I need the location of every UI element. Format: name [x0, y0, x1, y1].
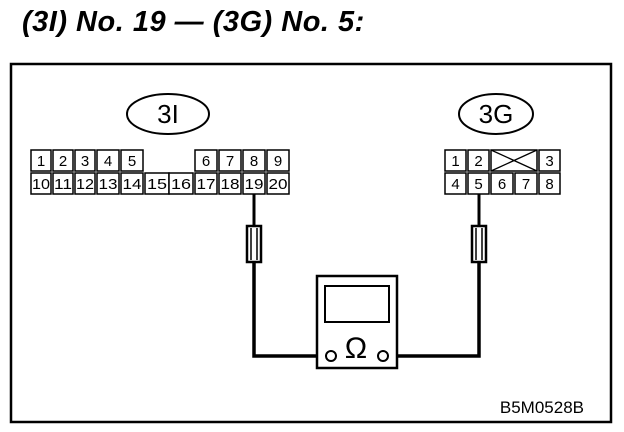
pin-label: 5 [474, 176, 482, 193]
ohm-symbol-icon: Ω [345, 332, 367, 365]
pin-label: 3 [545, 153, 553, 170]
pin-cell [194, 149, 218, 172]
pin-cell [490, 172, 514, 195]
pin-cell [266, 149, 290, 172]
pin-label: 2 [474, 153, 482, 170]
pin-cell [120, 172, 144, 195]
pin-cell [444, 149, 467, 172]
ohmmeter: Ω [315, 274, 399, 370]
pin-label: 15 [147, 176, 167, 193]
pin-cell [168, 172, 194, 195]
pin-cell [538, 149, 561, 172]
pin-cell [266, 172, 290, 195]
probe-tip-left [245, 224, 263, 264]
pin-label: 19 [245, 176, 264, 193]
connector-3g-label: 3G [458, 93, 534, 135]
figure-code: B5M0528B [500, 398, 584, 417]
connector-3g: 1 2 3 4 5 6 7 8 [444, 149, 561, 195]
pin-label: 7 [226, 153, 234, 170]
pin-cell [52, 149, 74, 172]
pin-label: 17 [197, 176, 216, 193]
connector-3i-label: 3I [126, 93, 210, 135]
pin-cell [538, 172, 561, 195]
connector-3i-label-text: 3I [157, 99, 179, 129]
pin-cell [74, 172, 96, 195]
pin-label: 10 [32, 176, 50, 193]
pin-cell [194, 172, 218, 195]
pin-label: 4 [451, 176, 459, 193]
pin-label: 7 [522, 176, 530, 193]
probe-tip-right [470, 224, 488, 264]
pin-cell [74, 149, 96, 172]
pin-cell [52, 172, 74, 195]
pin-cell [514, 172, 538, 195]
pin-label: 16 [171, 176, 191, 193]
pin-cell [96, 172, 120, 195]
pin-label: 8 [250, 153, 258, 170]
pin-cell [30, 172, 52, 195]
pin-label: 4 [104, 153, 112, 170]
pin-label: 2 [59, 153, 67, 170]
pin-label: 3 [81, 153, 89, 170]
diagram-frame [9, 62, 613, 424]
pin-label: 1 [451, 153, 459, 170]
pin-label: 18 [221, 176, 240, 193]
probe-lead-left [245, 194, 326, 358]
pin-label: 1 [37, 153, 45, 170]
pin-cell [120, 149, 144, 172]
meter-display [324, 285, 390, 323]
pin-label: 6 [498, 176, 506, 193]
pin-label: 11 [54, 176, 72, 193]
pin-label: 20 [269, 176, 288, 193]
meter-terminal-right [377, 350, 389, 362]
meter-terminal-left [325, 350, 337, 362]
pin-label: 8 [545, 176, 553, 193]
pin-cell [218, 149, 242, 172]
blank-cavity [490, 149, 538, 172]
pin-cell [96, 149, 120, 172]
pin-cell [218, 172, 242, 195]
pin-label: 5 [128, 153, 136, 170]
probe-lead-right [388, 194, 488, 358]
connector-3g-label-text: 3G [479, 99, 514, 129]
page-title: (3I) No. 19 — (3G) No. 5: [22, 6, 365, 38]
pin-cell [444, 172, 467, 195]
pin-cell [467, 149, 490, 172]
connector-3i: 1 2 3 4 5 6 7 8 9 10 11 12 13 14 15 16 1… [30, 149, 290, 195]
pin-label: 6 [202, 153, 210, 170]
pin-label: 9 [274, 153, 282, 170]
pin-label: 14 [123, 176, 142, 193]
pin-cell [30, 149, 52, 172]
pin-label: 12 [76, 176, 94, 193]
pin-cell [242, 149, 266, 172]
pin-label: 13 [99, 176, 118, 193]
